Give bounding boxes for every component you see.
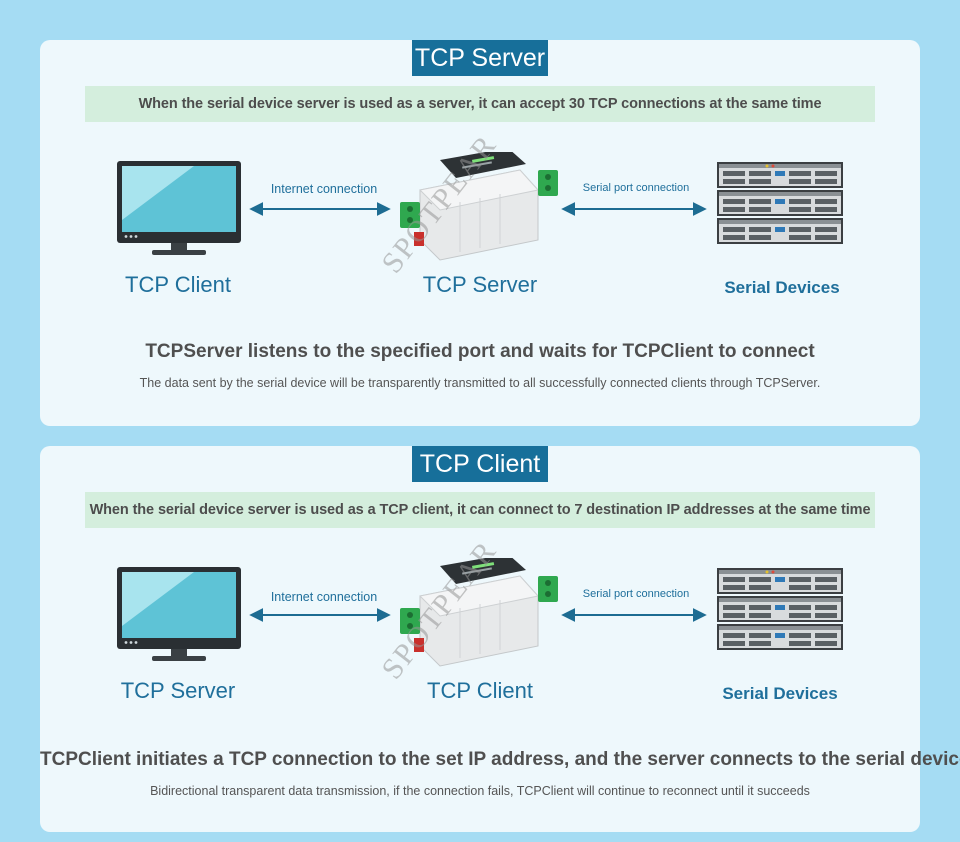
- section-banner: When the serial device server is used as…: [85, 492, 875, 528]
- center-node-label: TCP Client: [427, 678, 533, 703]
- tcp-server-panel: TCP Server When the serial device server…: [40, 40, 920, 426]
- section-subline: The data sent by the serial device will …: [139, 376, 821, 390]
- left-node-label: TCP Server: [120, 678, 236, 703]
- section-title: TCP Client: [412, 446, 548, 482]
- serial-connection-label: Serial port connection: [582, 182, 690, 194]
- monitor-icon: [117, 567, 241, 661]
- section-title: TCP Server: [412, 40, 548, 76]
- section-headline: TCPServer listens to the specified port …: [145, 341, 815, 362]
- internet-connection-label: Internet connection: [270, 182, 378, 196]
- section-subline: Bidirectional transparent data transmiss…: [150, 784, 810, 798]
- left-node-label: TCP Client: [125, 272, 231, 297]
- connection-diagram: [117, 152, 920, 261]
- monitor-icon: [117, 161, 241, 255]
- server-rack-icon: [717, 568, 843, 650]
- center-node-label: TCP Server: [422, 272, 538, 297]
- right-node-label: Serial Devices: [722, 684, 838, 703]
- serial-connection-label: Serial port connection: [582, 588, 690, 600]
- section-banner: When the serial device server is used as…: [85, 86, 875, 122]
- section-headline: TCPClient initiates a TCP connection to …: [40, 749, 960, 770]
- connection-diagram: [117, 558, 920, 667]
- internet-connection-label: Internet connection: [270, 590, 378, 604]
- server-rack-icon: [717, 162, 843, 244]
- right-node-label: Serial Devices: [724, 278, 840, 297]
- tcp-client-panel: TCP Client When the serial device server…: [40, 446, 960, 832]
